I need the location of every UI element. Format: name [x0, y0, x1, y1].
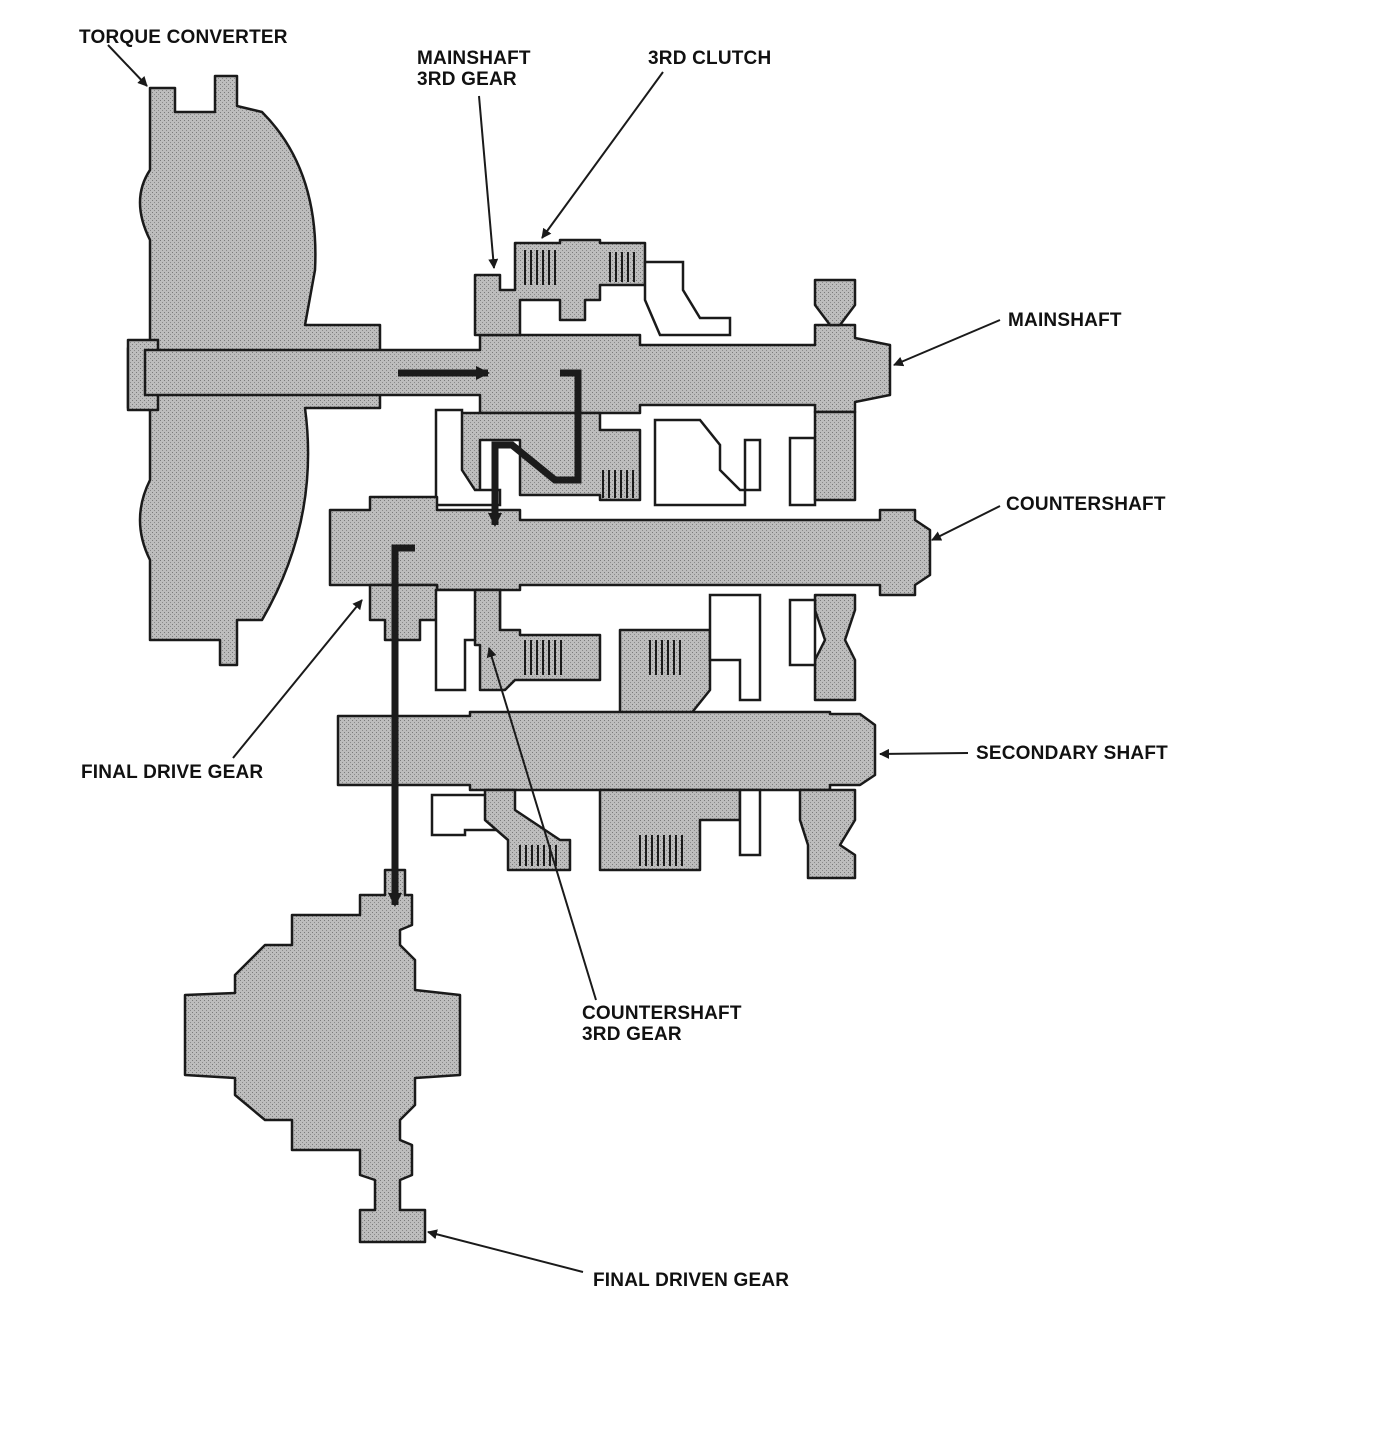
lower-gear-right: [618, 628, 712, 717]
secondary-lower-gear-left-teeth: [519, 845, 557, 866]
leader-final-drive-gear: [232, 599, 363, 759]
secondary-lower-housing-right: [738, 788, 762, 857]
outer-housing-lower-right: [788, 598, 817, 667]
label-mainshaft-3rd-gear-line1: MAINSHAFT: [417, 48, 531, 69]
label-torque-converter: TORQUE CONVERTER: [79, 27, 288, 48]
lower-gear-right-teeth: [649, 640, 681, 675]
label-3rd-clutch: 3RD CLUTCH: [648, 48, 772, 69]
countershaft-end-support: [813, 410, 857, 502]
leader-countershaft: [931, 505, 1001, 541]
outer-housing-right: [788, 436, 817, 507]
countershaft-clutch-plates: [602, 470, 634, 498]
mainshaft-end-bearing-support: [813, 278, 857, 327]
secondary-shaft: [336, 710, 877, 792]
secondary-lower-gear-left: [483, 788, 572, 872]
final-driven-gear: [183, 868, 462, 1244]
label-mainshaft: MAINSHAFT: [1008, 310, 1122, 331]
secondary-lower-gear-right-teeth: [639, 835, 683, 866]
countershaft: [328, 495, 932, 597]
label-mainshaft-3rd-gear-line2: 3RD GEAR: [417, 69, 517, 90]
power-flow-3rd-gear: [488, 369, 582, 527]
leader-secondary-shaft: [879, 748, 969, 759]
final-drive-gear: [368, 583, 439, 642]
leader-3rd-clutch: [541, 71, 664, 239]
leader-torque-converter: [107, 44, 148, 87]
clutch-housing-left: [434, 408, 502, 507]
leader-mainshaft-3rd-gear: [478, 95, 499, 269]
lower-clutch-housing-right: [708, 593, 762, 702]
mainshaft-clutch-housing: [643, 260, 732, 337]
leader-countershaft-3rd-gear: [486, 647, 597, 1001]
secondary-shaft-end-support: [813, 593, 857, 702]
label-countershaft-3rd-gear-line2: 3RD GEAR: [582, 1024, 682, 1045]
third-clutch-drum: [473, 238, 647, 337]
label-secondary-shaft: SECONDARY SHAFT: [976, 743, 1168, 764]
label-countershaft-3rd-gear-line1: COUNTERSHAFT: [582, 1003, 742, 1024]
leader-final-driven-gear: [427, 1229, 584, 1273]
third-clutch-plates: [524, 250, 635, 285]
label-countershaft: COUNTERSHAFT: [1006, 494, 1166, 515]
clutch-housing-right: [653, 418, 762, 507]
countershaft-3rd-clutch-area: [458, 411, 642, 502]
power-flow-final-drive: [388, 544, 415, 907]
leader-mainshaft: [893, 319, 1001, 367]
label-final-drive-gear: FINAL DRIVE GEAR: [81, 762, 264, 783]
secondary-shaft-lower-support: [798, 788, 857, 880]
label-final-driven-gear: FINAL DRIVEN GEAR: [593, 1270, 790, 1291]
countershaft-3rd-gear-teeth: [524, 640, 562, 675]
